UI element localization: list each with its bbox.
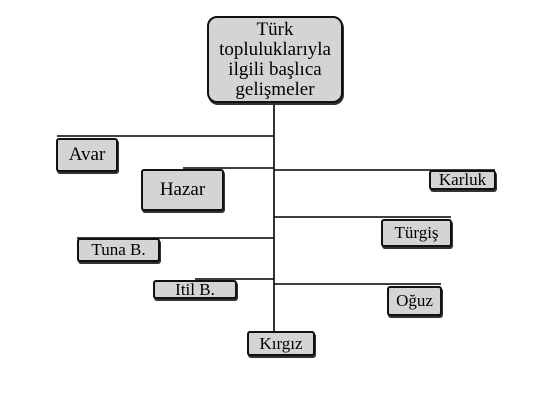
node-karluk: Karluk [429, 170, 496, 190]
node-kirgiz: Kırgız [247, 331, 315, 356]
node-itil-label: Itil B. [175, 279, 215, 299]
node-oguz: Oğuz [387, 286, 442, 316]
node-turgis: Türgiş [381, 219, 452, 247]
node-turgis-label: Türgiş [394, 223, 439, 242]
node-karluk-label: Karluk [438, 170, 487, 189]
node-hazar: Hazar [141, 169, 224, 211]
node-tuna: Tuna B. [77, 238, 160, 262]
node-avar-label: Avar [68, 144, 106, 165]
node-avar: Avar [56, 138, 118, 172]
root-node: Türk topluluklarıyla ilgili başlıca geli… [207, 16, 343, 103]
node-tuna-label: Tuna B. [91, 240, 146, 259]
node-kirgiz-label: Kırgız [259, 333, 303, 353]
root-label: Türk topluluklarıyla ilgili başlıca geli… [219, 18, 331, 100]
node-hazar-label: Hazar [159, 179, 206, 200]
node-itil: Itil B. [153, 280, 237, 299]
node-oguz-label: Oğuz [396, 291, 433, 310]
